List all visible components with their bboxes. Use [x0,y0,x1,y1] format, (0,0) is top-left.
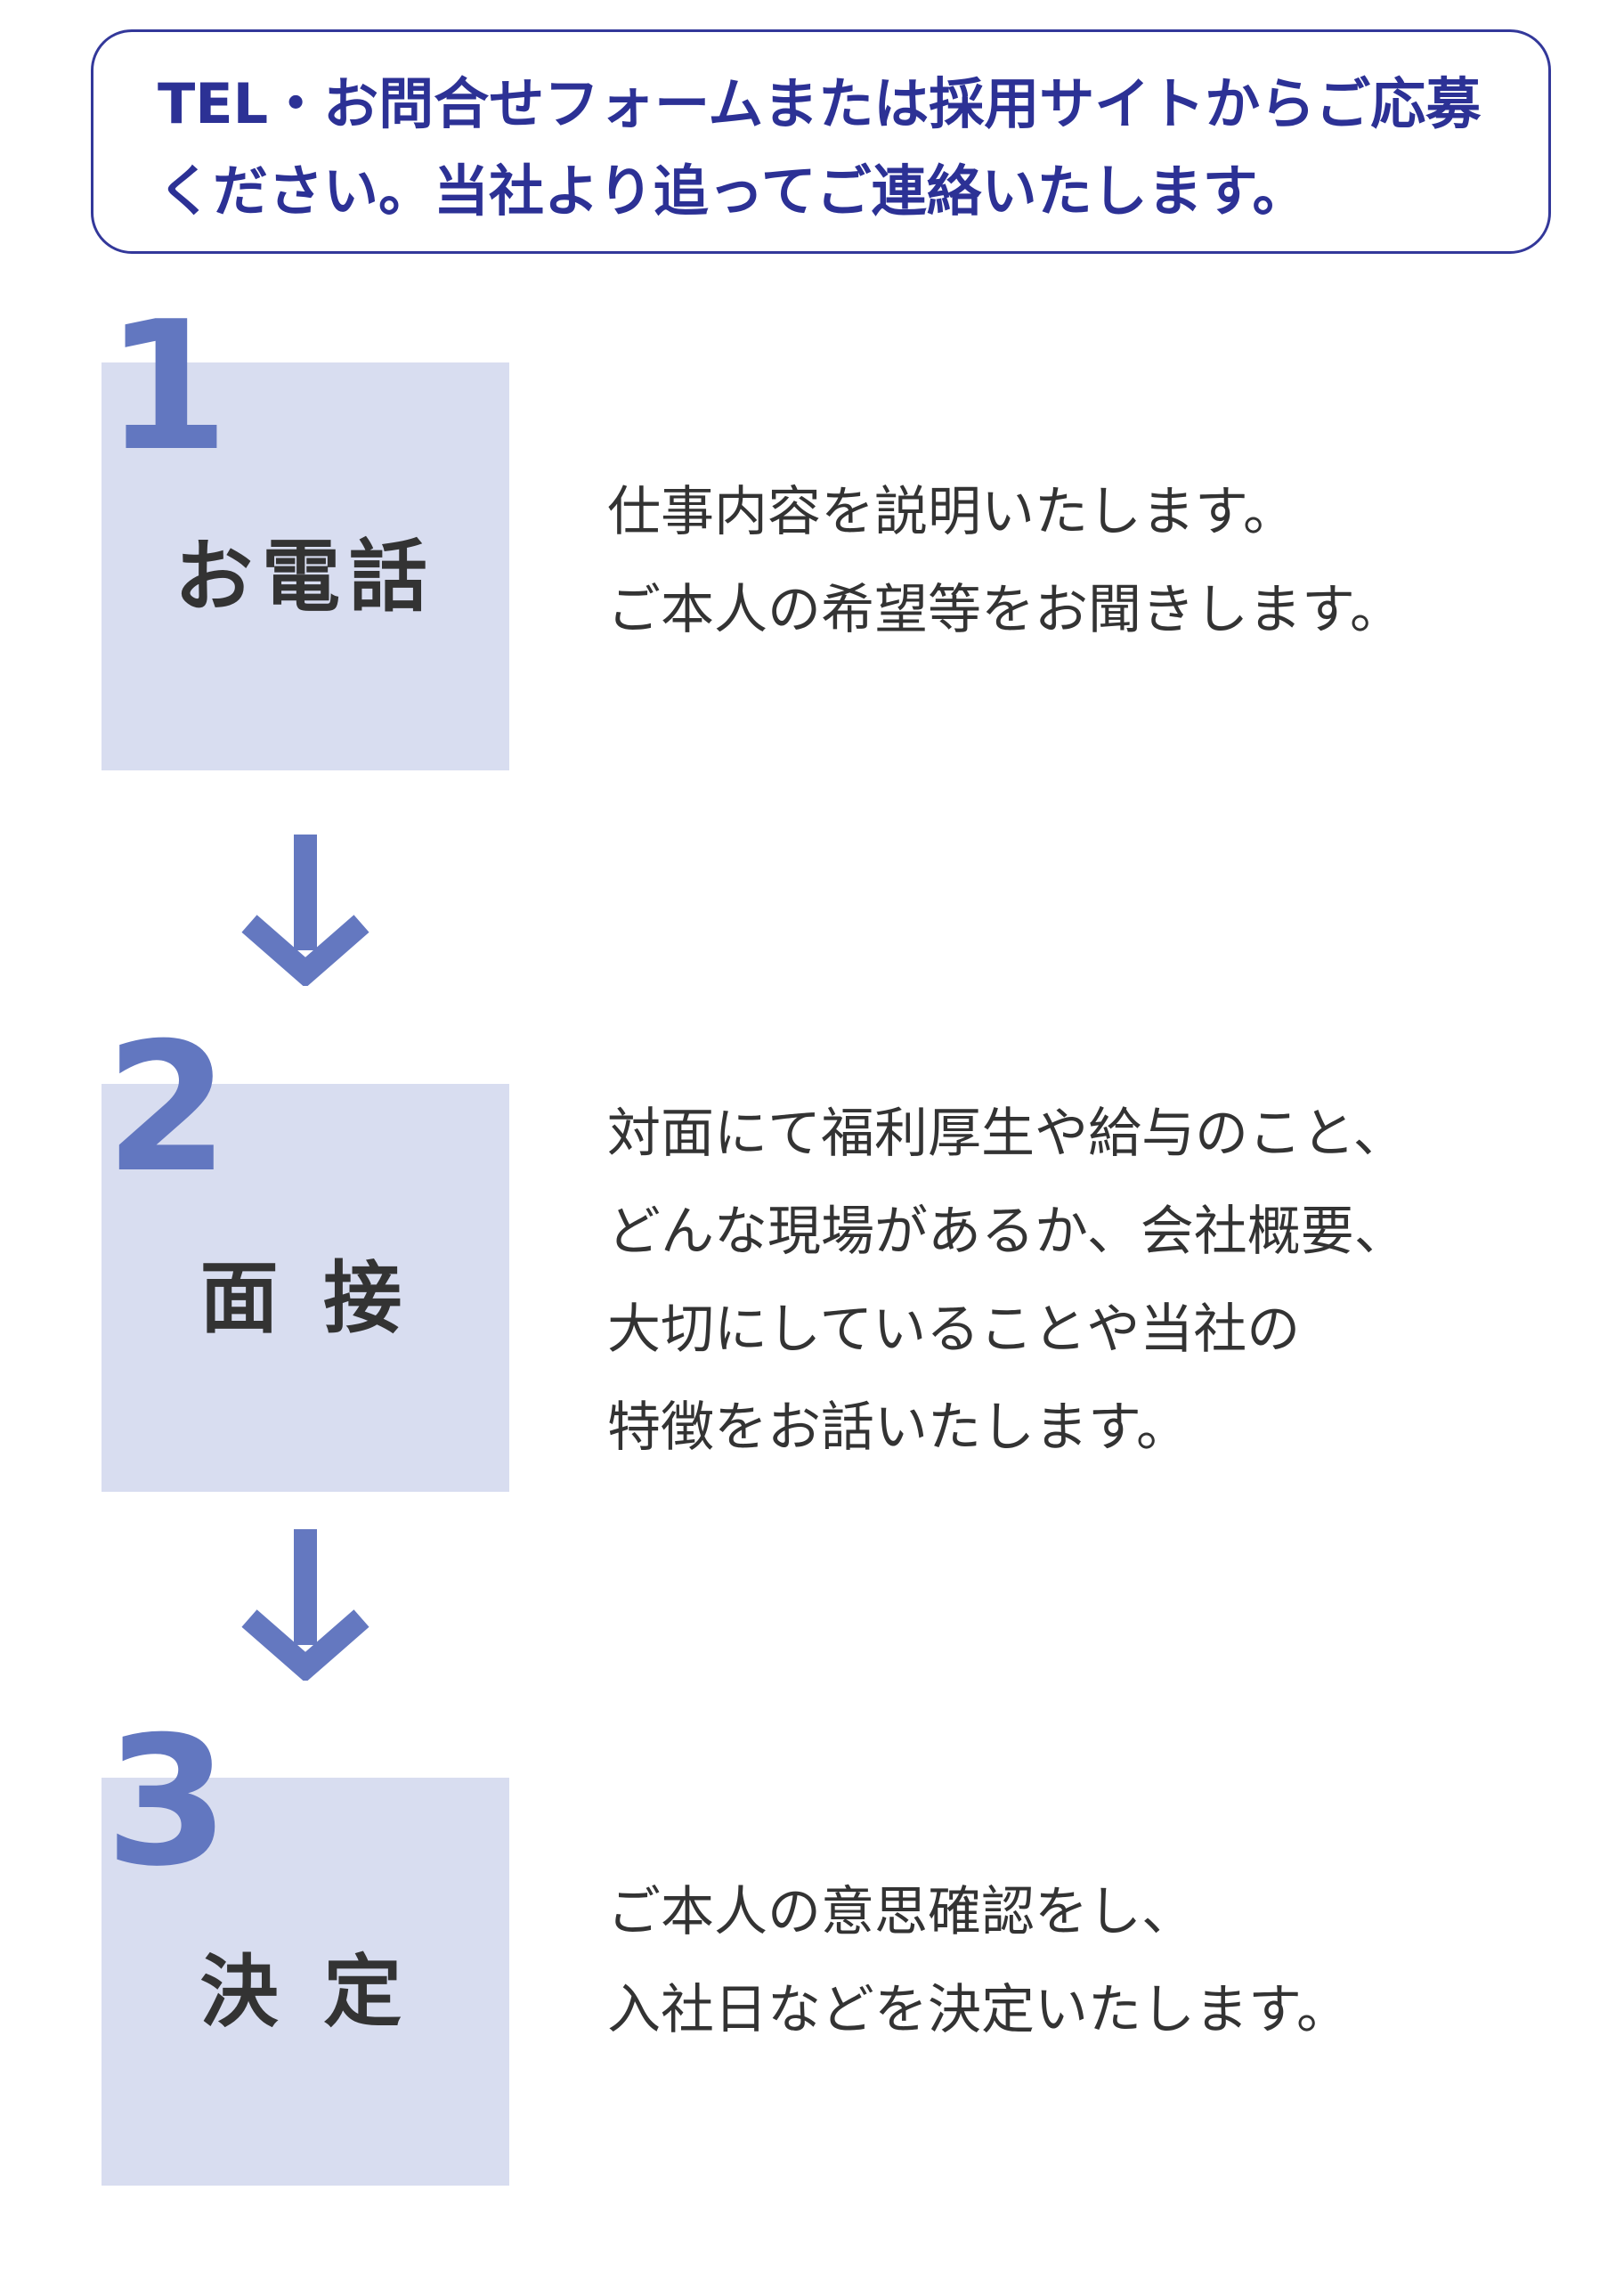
arrow-down-icon [241,1529,369,1681]
step-2-label: 面 接 [199,1252,411,1344]
arrow-down-icon [241,835,369,986]
step-1-box: お電話 [102,362,509,770]
step-3-description: ご本人の意思確認をし、 入社日などを決定いたします。 [607,1881,1350,2041]
step-2-box: 面 接 [102,1084,509,1492]
step-3-label: 決 定 [199,1946,411,2038]
step-3-box: 決 定 [102,1778,509,2186]
application-notice: TEL・お問合せフォームまたは採用サイトからご応募ください。当社より追ってご連絡… [91,29,1551,254]
step-1-label: お電話 [174,531,436,623]
step-1-description: 仕事内容を説明いたします。 ご本人の希望等をお聞きします。 [607,481,1403,641]
step-1-number: 1 [105,283,230,491]
notice-line-2: ください。当社より追ってご連絡いたします。 [158,159,1308,224]
step-2-description: 対面にて福利厚生や給与のこと、 どんな現場があるか、会社概要、 大切にしているこ… [607,1103,1408,1459]
step-2-number: 2 [105,1005,230,1212]
step-3-number: 3 [105,1698,230,1906]
notice-line-1: TEL・お問合せフォームまたは採用サイトからご応募 [158,71,1482,136]
